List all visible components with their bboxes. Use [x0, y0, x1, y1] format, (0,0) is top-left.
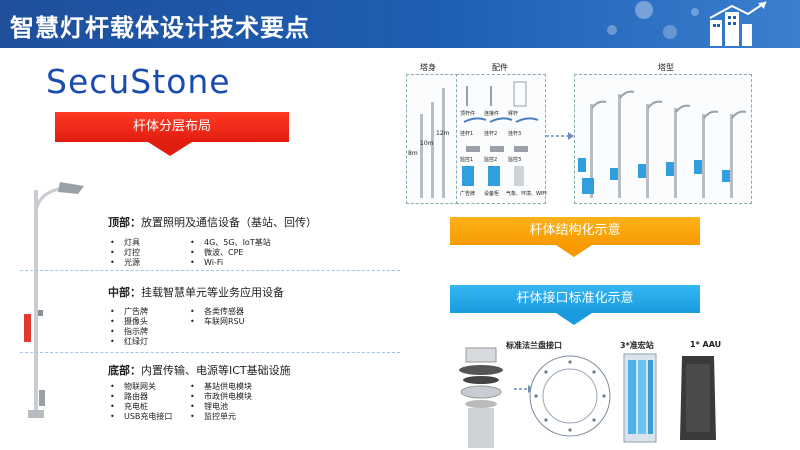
- section-divider: [20, 352, 400, 353]
- section-middle-title: 中部：挂载智慧单元等业务应用设备: [108, 284, 284, 300]
- banner-arrow: [556, 313, 592, 325]
- part-label-7: 监控1: [460, 157, 474, 163]
- banner-arrow: [148, 142, 192, 156]
- height-8m: 8m: [408, 150, 418, 157]
- tower-model-box: [574, 74, 752, 204]
- part-label-11: 设备柜: [484, 191, 500, 197]
- section-bottom-title-bold: 底部：: [108, 364, 141, 377]
- list-item: 路由器: [110, 392, 172, 402]
- parts-illustration: [462, 81, 539, 186]
- part-label-2: 连接件: [484, 111, 500, 117]
- list-item: USB充电接口: [110, 412, 172, 422]
- list-item: 车联网RSU: [190, 317, 245, 327]
- section-top-title-text: 放置照明及通信设备（基站、回传）: [141, 216, 317, 229]
- list-item: 微波、CPE: [190, 248, 271, 258]
- list-item: 摄像头: [110, 317, 148, 327]
- brand-logo: SecuStone: [46, 62, 231, 101]
- part-label-8: 监控2: [484, 157, 498, 163]
- height-12m: 12m: [436, 130, 450, 137]
- aau-label: 1* AAU: [690, 340, 722, 349]
- part-label-5: 挂杆2: [484, 131, 498, 137]
- flange-assembly-illustration: [459, 347, 503, 448]
- section-middle-list-1: 广告牌 摄像头 指示牌 红绿灯: [110, 307, 148, 347]
- part-label-10: 广告牌: [460, 191, 476, 197]
- part-label-3: 臂杆: [508, 111, 519, 117]
- height-10m: 10m: [420, 140, 434, 147]
- part-label-12: 气象、环境、WIFI: [506, 191, 547, 197]
- layer-layout-banner: 杆体分层布局: [55, 112, 289, 142]
- section-top-title-bold: 顶部：: [108, 216, 141, 229]
- section-middle-title-bold: 中部：: [108, 286, 141, 299]
- part-label-4: 挂杆1: [460, 131, 474, 137]
- structure-banner: 杆体结构化示意: [450, 217, 700, 245]
- list-item: 光源: [110, 258, 140, 268]
- list-item: 锂电池: [190, 402, 252, 412]
- list-item: 灯具: [110, 238, 140, 248]
- section-top-list-2: 4G、5G、IoT基站 微波、CPE Wi-Fi: [190, 238, 271, 268]
- list-item: 红绿灯: [110, 337, 148, 347]
- list-item: 灯控: [110, 248, 140, 258]
- tower-models-illustration: [578, 90, 747, 198]
- flange-label: 标准法兰盘接口: [506, 341, 562, 350]
- part-label-9: 监控3: [508, 157, 522, 163]
- section-middle-title-text: 挂载智慧单元等业务应用设备: [141, 286, 284, 299]
- flange-interface-diagram: [529, 355, 611, 437]
- parts-label: 配件: [492, 63, 508, 72]
- section-middle-list-2: 各类传感器 车联网RSU: [190, 307, 245, 327]
- macro-station-illustration: [623, 353, 657, 443]
- tower-body-illustration: [420, 88, 445, 198]
- street-lamp-icon: [24, 182, 84, 418]
- list-item: 基站供电模块: [190, 382, 252, 392]
- arrow-to-models-icon: [546, 132, 574, 140]
- section-bottom-title: 底部：内置传输、电源等ICT基础设施: [108, 362, 291, 378]
- section-top-title: 顶部：放置照明及通信设备（基站、回传）: [108, 214, 317, 230]
- header-bar: 智慧灯杆载体设计技术要点: [0, 0, 800, 48]
- section-divider: [20, 270, 400, 271]
- list-item: 监控单元: [190, 412, 252, 422]
- list-item: Wi-Fi: [190, 258, 271, 268]
- interface-banner: 杆体接口标准化示意: [450, 285, 700, 313]
- section-bottom-title-text: 内置传输、电源等ICT基础设施: [141, 364, 291, 377]
- station-label: 3*准宏站: [620, 341, 654, 350]
- section-bottom-list-2: 基站供电模块 市政供电模块 锂电池 监控单元: [190, 382, 252, 422]
- part-label-1: 顶杆件: [460, 111, 476, 117]
- list-item: 物联网关: [110, 382, 172, 392]
- model-label: 塔型: [658, 63, 674, 72]
- list-item: 4G、5G、IoT基站: [190, 238, 271, 248]
- list-item: 广告牌: [110, 307, 148, 317]
- list-item: 指示牌: [110, 327, 148, 337]
- banner-arrow: [556, 245, 592, 257]
- section-top-list-1: 灯具 灯控 光源: [110, 238, 140, 268]
- aau-illustration: [680, 356, 716, 440]
- list-item: 各类传感器: [190, 307, 245, 317]
- part-label-6: 挂杆3: [508, 131, 522, 137]
- list-item: 市政供电模块: [190, 392, 252, 402]
- section-bottom-list-1: 物联网关 路由器 充电桩 USB充电接口: [110, 382, 172, 422]
- tower-label: 塔身: [420, 63, 436, 72]
- header-decoration-icon: [607, 1, 767, 46]
- page-title: 智慧灯杆载体设计技术要点: [10, 14, 310, 42]
- list-item: 充电桩: [110, 402, 172, 412]
